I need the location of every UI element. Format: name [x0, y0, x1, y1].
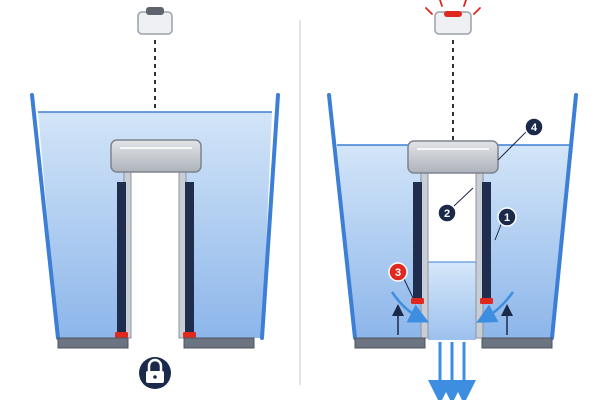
left-panel	[30, 7, 280, 389]
callout-1-leader	[494, 221, 503, 241]
sensor-idle-icon	[137, 11, 173, 35]
left-base-plate-left	[57, 337, 129, 349]
inflow-arrow-left	[390, 291, 429, 323]
right-base-plate-left	[354, 337, 426, 349]
callout-2: 2	[437, 203, 457, 223]
right-water-column	[428, 262, 476, 340]
right-guide-rail-left	[420, 171, 429, 339]
right-rod-right	[482, 182, 491, 298]
left-tank-wall-left	[30, 93, 60, 340]
callout-1-label: 1	[504, 212, 510, 224]
callout-3-label: 3	[395, 267, 401, 279]
right-base-plate-right	[481, 337, 553, 349]
callout-3: 3	[388, 262, 408, 282]
right-guide-rail-right	[475, 171, 484, 339]
sensor-led-alarm	[444, 11, 462, 17]
right-rod-left	[413, 182, 422, 298]
left-tank-wall-right	[260, 93, 280, 340]
right-panel: 4 2 1 3	[327, 0, 578, 400]
right-sensor	[434, 11, 472, 35]
callout-4-leader	[497, 131, 527, 161]
right-valve-cap	[407, 140, 499, 174]
left-seal-right	[183, 332, 196, 338]
callout-2-label: 2	[444, 208, 450, 220]
left-rod-left	[117, 182, 126, 332]
right-tank-wall-left	[327, 93, 357, 340]
left-seal-left	[115, 332, 128, 338]
callout-4: 4	[524, 117, 544, 137]
right-seal-right	[480, 298, 493, 304]
left-base-plate-right	[183, 337, 255, 349]
right-tank-wall-right	[550, 93, 578, 340]
callout-3-leader	[403, 278, 414, 299]
left-guide-rail-right	[178, 171, 187, 339]
inflow-arrow-right	[476, 291, 515, 323]
left-sensor	[137, 7, 173, 35]
callout-2-leader	[453, 187, 474, 207]
left-valve-channel	[131, 170, 179, 340]
sensor-led-idle	[146, 7, 164, 15]
callout-4-label: 4	[531, 122, 538, 134]
left-valve-cap	[110, 139, 202, 173]
signal-lines	[425, 0, 481, 15]
left-rod-right	[185, 182, 194, 332]
callout-1: 1	[497, 207, 517, 227]
right-seal-left	[411, 298, 424, 304]
padlock-icon	[139, 357, 171, 389]
